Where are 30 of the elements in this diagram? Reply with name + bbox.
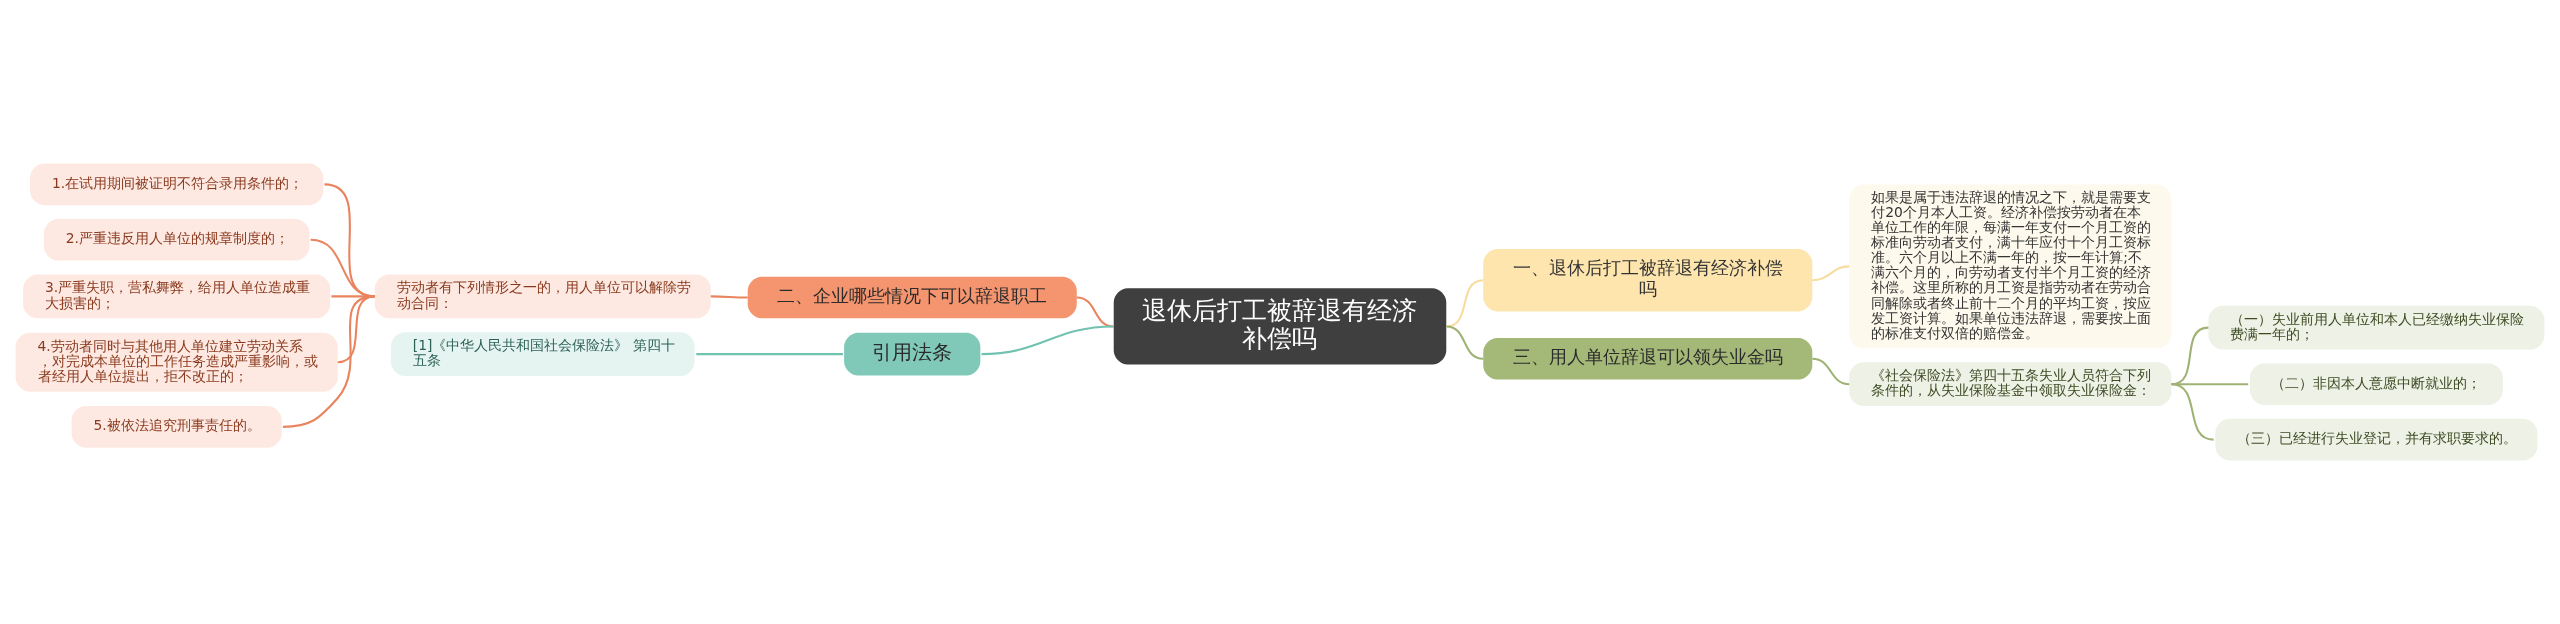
connector <box>1446 325 1484 360</box>
node-box: 2.严重违反用人单位的规章制度的； <box>43 219 310 261</box>
node-box: （一）失业前用人单位和本人已经缴纳失业保险费满一年的； <box>2208 305 2545 350</box>
connector <box>1446 279 1484 328</box>
node-box: 劳动者有下列情形之一的，用人单位可以解除劳动合同： <box>374 274 711 319</box>
connector <box>331 295 375 298</box>
connector <box>981 325 1114 356</box>
node-box: 4.劳动者同时与其他用人单位建立劳动关系，对完成本单位的工作任务造成严重影响，或者经用人单位提出，拒不改正的； <box>15 332 338 392</box>
node-box: 3.严重失职，营私舞弊，给用人单位造成重大损害的； <box>23 274 331 319</box>
node-box: 一、退休后打工被辞退有经济补偿吗 <box>1483 249 1813 312</box>
node-box: 《社会保险法》第四十五条失业人员符合下列条件的，从失业保险基金中领取失业保险金： <box>1849 362 2172 407</box>
connector <box>310 238 375 298</box>
node-box: （二）非因本人意愿中断就业的； <box>2249 363 2503 405</box>
node-box: [1]《中华人民共和国社会保险法》 第四十五条 <box>390 332 695 377</box>
connector <box>2171 383 2214 441</box>
connector <box>1812 265 1850 282</box>
connector <box>324 183 375 298</box>
connector <box>710 295 748 299</box>
node-box: 如果是属于违法辞退的情况之下，就是需要支付20个月本人工资。经济补偿按劳动者在本单位工作的年限，每满一年支付一个月工资的标准向劳动者支付，满十年应付十个月工资标准。六个月以上不满一年的，按一年计算;不满六个月的，向劳动者支付半个月工资的经济补偿。这里所称的月工资是指劳动者在劳动合同解除或者终止前十二个月的平均工资，按应发工资计算。如果单位违法辞退，需要按上面的标准支付双倍的赔偿金。 <box>1849 184 2172 349</box>
node-box: 引用法条 <box>844 332 981 376</box>
connector <box>1812 357 1850 386</box>
node-box: 5.被依法追究刑事责任的。 <box>71 406 282 448</box>
node-box: 三、用人单位辞退可以领失业金吗 <box>1483 338 1813 380</box>
node-box: 二、企业哪些情况下可以辞退职工 <box>747 276 1077 319</box>
connector <box>696 353 843 356</box>
node-box: 退休后打工被辞退有经济补偿吗 <box>1113 288 1447 365</box>
connector <box>282 295 375 428</box>
node-box: 1.在试用期间被证明不符合录用条件的； <box>30 163 324 206</box>
node-box: （三）已经进行失业登记，并有求职要求的。 <box>2215 418 2538 461</box>
connector <box>337 295 375 364</box>
